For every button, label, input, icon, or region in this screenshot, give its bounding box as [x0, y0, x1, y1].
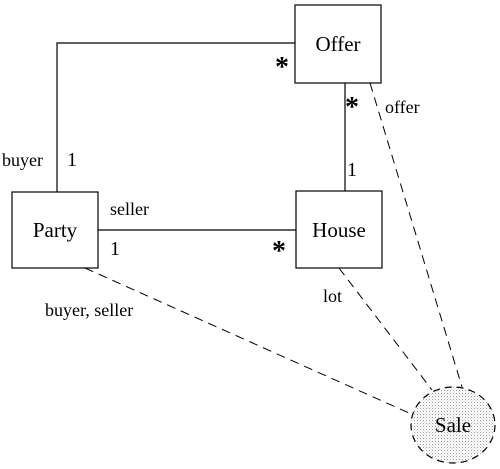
role-seller-label: seller [110, 199, 149, 219]
class-house-name: House [312, 218, 366, 242]
multiplicity-party-offer-party: 1 [67, 149, 77, 171]
class-offer[interactable]: Offer [294, 4, 382, 84]
collaboration-sale[interactable]: Sale [410, 386, 496, 464]
collaboration-sale-name: Sale [435, 413, 471, 437]
class-party[interactable]: Party [11, 191, 99, 269]
class-house[interactable]: House [295, 190, 383, 269]
collaboration-role-lot: lot [323, 286, 342, 306]
association-party-offer [56, 42, 295, 192]
class-offer-name: Offer [315, 32, 360, 56]
multiplicity-party-house-house: * [272, 236, 286, 267]
collaboration-role-offer: offer [385, 97, 420, 117]
collaboration-link-offer [369, 82, 463, 388]
collaboration-link-party [84, 267, 419, 418]
multiplicity-party-house-party: 1 [110, 238, 120, 260]
role-buyer-label: buyer [2, 150, 43, 170]
collaboration-link-house [338, 267, 433, 391]
multiplicity-offer-house-house: 1 [347, 159, 357, 181]
class-party-name: Party [33, 218, 78, 242]
collaboration-role-buyer-seller: buyer, seller [45, 300, 133, 320]
multiplicity-offer-house-offer: * [345, 92, 359, 123]
multiplicity-party-offer-offer: * [275, 52, 289, 83]
